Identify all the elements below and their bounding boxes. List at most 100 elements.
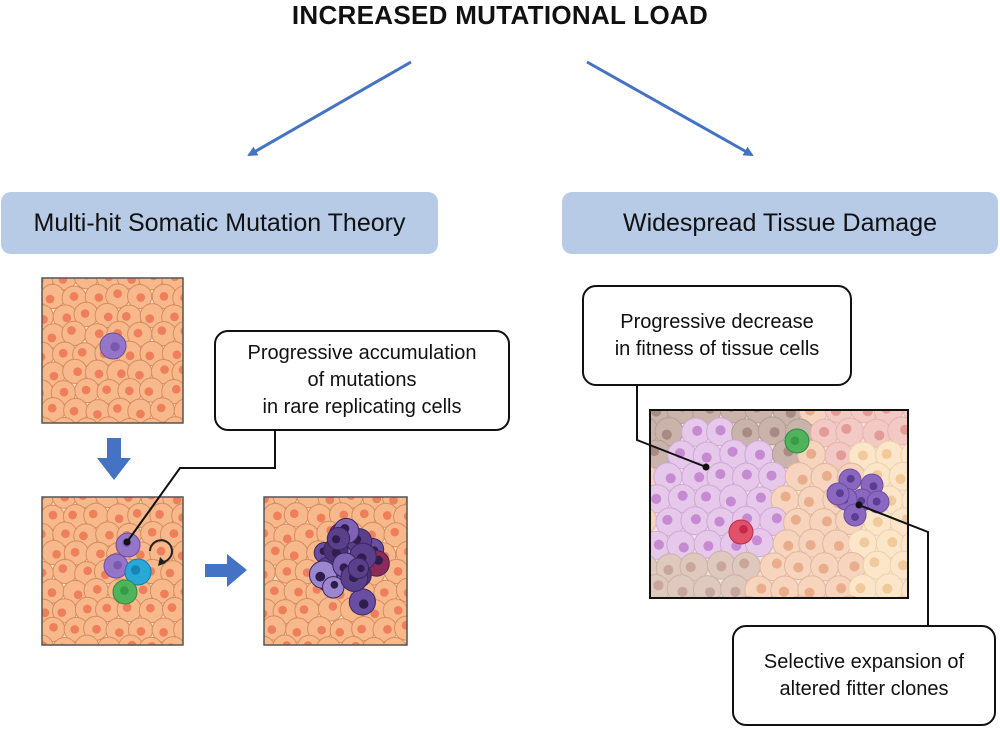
- tissue-cell: [693, 484, 723, 514]
- tissue-cell: [744, 440, 774, 470]
- left-branch-header: Multi-hit Somatic Mutation Theory: [1, 192, 438, 254]
- tissue-cell: [7, 303, 31, 327]
- tissue-cell: [296, 634, 322, 645]
- tissue-cell: [181, 529, 183, 540]
- tissue-cell: [51, 598, 78, 624]
- tissue-cell: [172, 540, 183, 566]
- tissue-cell: [656, 599, 684, 627]
- tissue-cell: [119, 418, 140, 423]
- connector-fitness: [636, 386, 707, 468]
- callout-expansion-line-1: Selective expansion of: [763, 650, 965, 673]
- tissue-cell: [161, 596, 183, 623]
- tissue-cell: [151, 321, 177, 347]
- tissue-cell: [8, 266, 32, 290]
- tissue-cell: [351, 503, 377, 529]
- tissue-cell: [757, 416, 787, 446]
- tissue-cell: [406, 571, 407, 577]
- tissue-cell: [264, 589, 265, 597]
- tissue-cell: [862, 418, 892, 448]
- tissue-cell: [650, 530, 671, 560]
- tissue-cell: [889, 550, 908, 580]
- connector-expansion: [858, 504, 929, 625]
- tissue-cell: [42, 539, 67, 566]
- down-arrow-icon: [97, 438, 131, 480]
- tissue-cell: [151, 283, 177, 309]
- tissue-cell: [406, 608, 407, 614]
- tissue-cell: [139, 340, 165, 367]
- tumor-cell: [348, 588, 376, 616]
- right-arrow-icon: [205, 554, 247, 587]
- mutant-cell: [99, 332, 127, 360]
- tissue-cell: [8, 560, 32, 584]
- mutant-cell: [124, 558, 152, 586]
- mutant-cell: [112, 579, 138, 605]
- tissue-cell: [264, 512, 265, 521]
- healthy-tissue-tile: [7, 266, 183, 423]
- tissue-cell: [76, 417, 98, 423]
- tissue-cell: [97, 636, 121, 645]
- tissue-cell: [231, 523, 255, 547]
- tissue-cell: [127, 502, 153, 529]
- tissue-cell: [902, 410, 908, 421]
- tissue-cell: [810, 418, 840, 448]
- tissue-cell: [772, 529, 802, 559]
- callout-accumulation: Progressive accumulation of mutations in…: [214, 330, 510, 431]
- tissue-cell: [340, 635, 366, 645]
- tissue-cell: [616, 440, 644, 468]
- tissue-cell: [770, 575, 800, 598]
- tissue-cell: [94, 302, 120, 329]
- callout-fitness-line-1: Progressive decrease: [620, 310, 814, 333]
- tissue-cell: [171, 360, 183, 386]
- tissue-cell: [680, 506, 710, 536]
- fitter-clone-cell: [843, 503, 867, 527]
- tissue-cell: [42, 507, 44, 522]
- tissue-cell: [8, 341, 32, 365]
- tissue-cell: [264, 546, 267, 561]
- tissue-cell: [264, 497, 277, 510]
- tissue-cell: [744, 575, 774, 598]
- tumor-cluster-tile: [231, 497, 407, 645]
- tissue-cell: [317, 596, 344, 622]
- tissue-cell: [383, 522, 407, 548]
- fitter-clone-cell: [826, 482, 850, 506]
- tissue-cell: [706, 550, 736, 580]
- tissue-cell: [7, 637, 31, 661]
- arrow-to-left-branch: [247, 60, 412, 157]
- tissue-cell: [848, 441, 878, 471]
- tissue-cell: [650, 507, 658, 533]
- right-branch-header: Widespread Tissue Damage: [562, 192, 998, 254]
- tissue-cell: [42, 407, 43, 415]
- tissue-cell: [351, 615, 377, 642]
- tissue-cell: [616, 529, 644, 557]
- tissue-cell: [797, 485, 827, 515]
- tissue-cell: [875, 440, 905, 470]
- tissue-cell: [83, 578, 109, 604]
- tissue-cell: [679, 552, 709, 582]
- mutant-cell: [103, 553, 129, 579]
- tissue-cell: [615, 575, 643, 603]
- tissue-cell: [171, 503, 183, 529]
- tissue-cell: [692, 575, 722, 598]
- tissue-cell: [759, 552, 789, 582]
- tissue-cell: [52, 637, 77, 645]
- tissue-cell: [150, 358, 177, 385]
- tissue-cell: [8, 523, 32, 547]
- tissue-cell: [784, 551, 814, 581]
- tissue-cell: [63, 397, 89, 423]
- tissue-cell: [681, 417, 711, 447]
- tissue-cell: [42, 552, 43, 557]
- tissue-cell: [874, 597, 878, 598]
- left-branch-label: Multi-hit Somatic Mutation Theory: [33, 208, 406, 237]
- tissue-cell: [901, 577, 908, 598]
- tissue-cell: [316, 636, 341, 645]
- tissue-cell: [889, 507, 908, 537]
- tissue-cell: [63, 540, 89, 566]
- tissue-cell: [42, 626, 43, 633]
- tissue-cell: [8, 484, 32, 508]
- tissue-cell: [96, 379, 122, 405]
- tissue-cell: [706, 417, 736, 447]
- tissue-cell: [406, 530, 407, 540]
- callout-accumulation-line-2: of mutations: [307, 369, 417, 391]
- tissue-cell: [900, 442, 908, 468]
